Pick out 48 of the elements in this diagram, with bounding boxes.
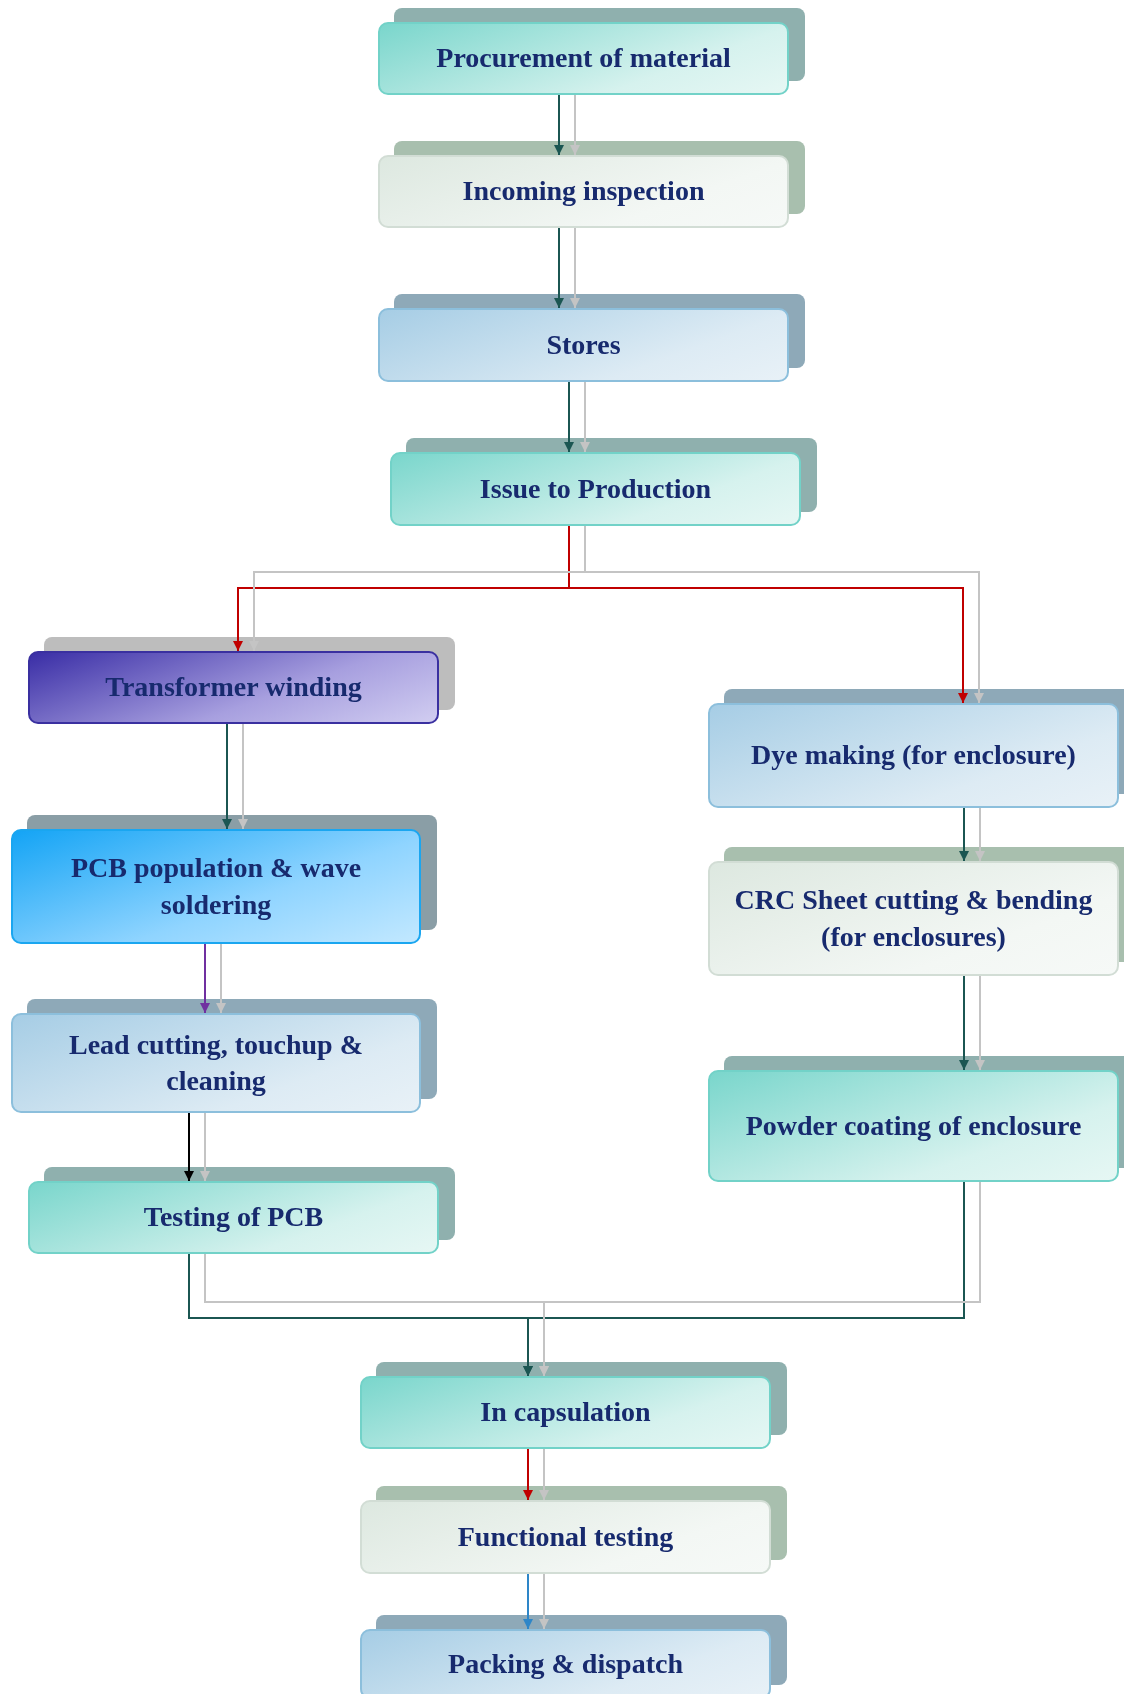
process-label: Functional testing <box>457 1519 674 1554</box>
arrow <box>216 943 226 1014</box>
process-label: Incoming inspection <box>462 174 705 209</box>
arrow <box>975 975 985 1071</box>
arrow <box>539 1573 549 1630</box>
process-label: Issue to Production <box>479 471 712 506</box>
process-box <box>28 651 439 724</box>
process-box <box>378 22 789 95</box>
arrow <box>222 723 232 830</box>
arrow <box>564 381 574 453</box>
arrow <box>238 723 248 830</box>
process-box <box>378 308 789 382</box>
arrow <box>184 1112 194 1182</box>
arrow <box>959 807 969 862</box>
process-box <box>11 1013 421 1113</box>
arrow <box>570 227 580 309</box>
arrow <box>523 1448 533 1501</box>
arrow <box>200 1112 210 1182</box>
process-box <box>708 703 1119 808</box>
arrow <box>570 94 580 156</box>
arrow <box>554 227 564 309</box>
arrow <box>959 975 969 1071</box>
process-box <box>360 1500 771 1574</box>
process-box <box>360 1376 771 1449</box>
process-box <box>360 1629 771 1694</box>
process-box <box>28 1181 439 1254</box>
process-box <box>708 1070 1119 1182</box>
process-box <box>11 829 421 944</box>
process-label: In capsulation <box>480 1395 651 1430</box>
process-label: Packing & dispatch <box>448 1646 683 1681</box>
process-label: CRC Sheet cutting & bending (for enclosures) <box>733 883 1094 954</box>
process-label: Powder coating of enclosure <box>745 1108 1082 1143</box>
arrow <box>554 94 564 156</box>
arrow <box>580 381 590 453</box>
arrow <box>975 807 985 862</box>
process-label: Stores <box>546 327 621 362</box>
process-box <box>378 155 789 228</box>
process-label: Transformer winding <box>105 670 362 705</box>
process-label: PCB population & wave soldering <box>69 851 363 922</box>
arrow <box>200 943 210 1014</box>
arrow <box>539 1448 549 1501</box>
process-label: Procurement of material <box>436 41 731 76</box>
arrow <box>523 1573 533 1630</box>
process-label: Testing of PCB <box>143 1200 324 1235</box>
process-label: Lead cutting, touchup & cleaning <box>67 1027 364 1098</box>
process-box <box>390 452 801 526</box>
process-box <box>708 861 1119 976</box>
process-label: Dye making (for enclosure) <box>751 738 1076 773</box>
